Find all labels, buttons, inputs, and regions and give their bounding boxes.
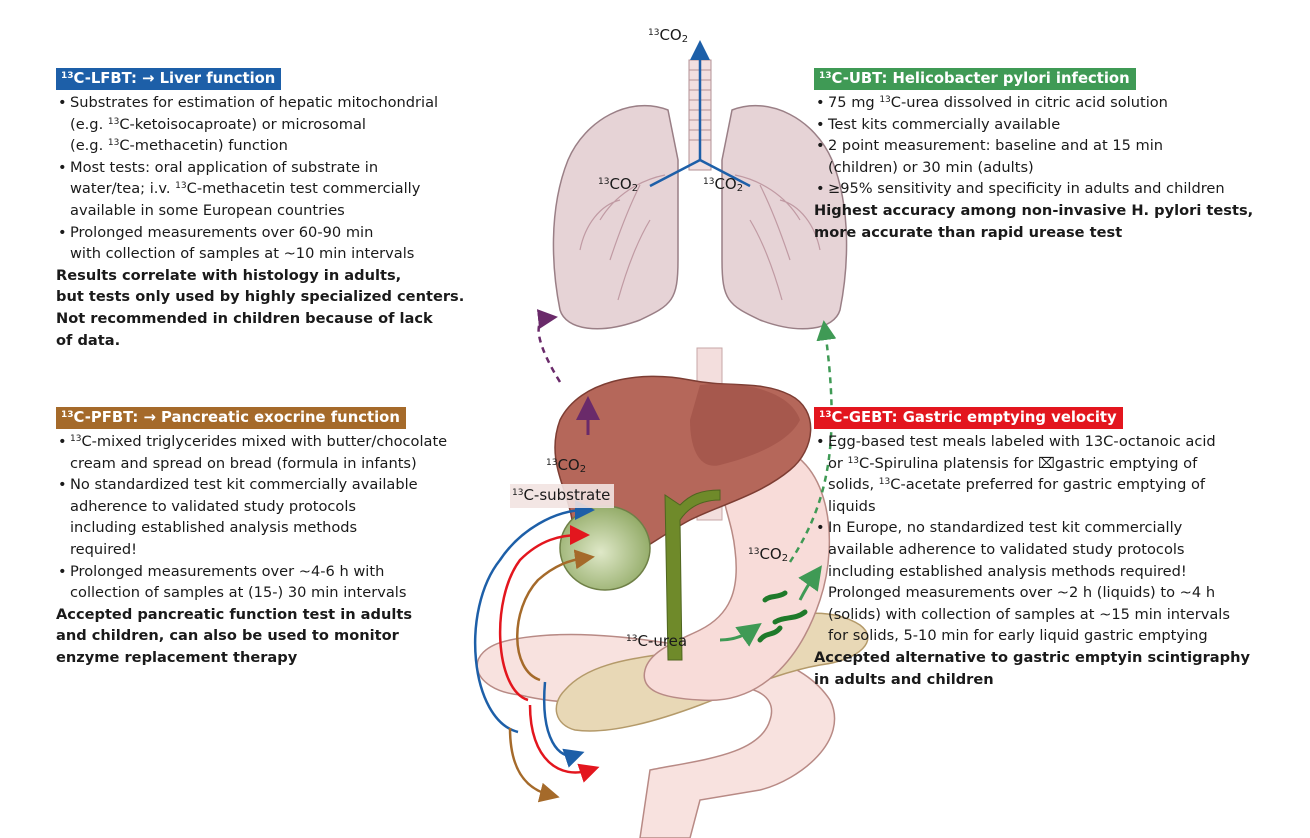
pfbt-line: cream and spread on bread (formula in in… xyxy=(70,454,417,472)
stomach xyxy=(643,443,831,702)
gebt-line: Prolonged measurements over ~2 h (liquid… xyxy=(828,584,1216,602)
ubt-line: Test kits commercially available xyxy=(814,114,1284,136)
gebt-line: liquids xyxy=(828,497,876,515)
pfbt-line: adherence to validated study protocols xyxy=(70,497,357,515)
substrate-label-bg xyxy=(510,484,614,508)
gebt-header: 13C-GEBT: Gastric emptying velocity xyxy=(814,407,1123,429)
pfbt-line: including established analysis methods xyxy=(70,519,358,537)
ubt-header: 13C-UBT: Helicobacter pylori infection xyxy=(814,68,1136,90)
ubt-line: 2 point measurement: baseline and at 15 … xyxy=(814,135,1284,157)
co2-left-lung-label: 13CO2 xyxy=(598,175,639,194)
bile-duct xyxy=(664,489,721,661)
ubt-line: ≥95% sensitivity and specificity in adul… xyxy=(814,178,1284,200)
gebt-conclusion: Accepted alternative to gastric emptyin … xyxy=(814,648,1251,688)
co2-right-lung-label: 13CO2 xyxy=(703,175,744,194)
lungs xyxy=(552,40,848,330)
lfbt-line: available in some European countries xyxy=(70,201,345,219)
lfbt-line: Prolonged measurements over 60-90 min xyxy=(56,222,526,244)
pfbt-header: 13C-PFBT: → Pancreatic exocrine function xyxy=(56,407,406,429)
ubt-conclusion: Highest accuracy among non-invasive H. p… xyxy=(814,201,1254,241)
gebt-panel: 13C-GEBT: Gastric emptying velocity Egg-… xyxy=(814,407,1284,690)
ubt-line: (children) or 30 min (adults) xyxy=(828,158,1034,176)
pfbt-line: No standardized test kit commercially av… xyxy=(56,474,506,496)
lfbt-line: with collection of samples at ~10 min in… xyxy=(70,245,415,263)
lfbt-header: 13C-LFBT: → Liver function xyxy=(56,68,282,90)
lfbt-line: Substrates for estimation of hepatic mit… xyxy=(56,92,526,114)
gebt-line: or 13C-Spirulina platensis for ⌧gastric … xyxy=(828,454,1198,472)
lfbt-line: (e.g. 13C-ketoisocaproate) or microsomal xyxy=(70,115,366,133)
lfbt-panel: 13C-LFBT: → Liver function Substrates fo… xyxy=(56,68,526,351)
co2-top-label: 13CO2 xyxy=(648,26,689,45)
pfbt-line: collection of samples at (15-) 30 min in… xyxy=(70,584,407,602)
gebt-line: solids, 13C-acetate preferred for gastri… xyxy=(828,476,1206,494)
substrate-label: 13C-substrate xyxy=(512,486,611,504)
lfbt-line: (e.g. 13C-methacetin) function xyxy=(70,137,288,155)
ubt-line: 75 mg 13C-urea dissolved in citric acid … xyxy=(814,92,1284,114)
ubt-panel: 13C-UBT: Helicobacter pylori infection 7… xyxy=(814,68,1284,243)
pfbt-line: required! xyxy=(70,540,137,558)
lfbt-line: water/tea; i.v. 13C-methacetin test comm… xyxy=(70,180,421,198)
pfbt-panel: 13C-PFBT: → Pancreatic exocrine function… xyxy=(56,407,506,669)
pfbt-line: 13C-mixed triglycerides mixed with butte… xyxy=(56,431,506,453)
co2-stomach-label: 13CO2 xyxy=(748,545,789,564)
urea-label: 13C-urea xyxy=(626,632,688,650)
gebt-line: available adherence to validated study p… xyxy=(828,540,1185,558)
gebt-line: including established analysis methods r… xyxy=(828,562,1187,580)
gebt-line: for solids, 5-10 min for early liquid ga… xyxy=(828,627,1208,645)
lfbt-line: Most tests: oral application of substrat… xyxy=(56,157,526,179)
gallbladder xyxy=(559,505,651,591)
gebt-line: (solids) with collection of samples at ~… xyxy=(828,605,1230,623)
gebt-line: Egg-based test meals labeled with 13C-oc… xyxy=(814,431,1284,453)
gebt-line: In Europe, no standardized test kit comm… xyxy=(814,517,1284,539)
pfbt-line: Prolonged measurements over ~4-6 h with xyxy=(56,561,506,583)
co2-liver-label: 13CO2 xyxy=(546,456,587,475)
lfbt-conclusion: Results correlate with histology in adul… xyxy=(56,266,465,349)
pfbt-conclusion: Accepted pancreatic function test in adu… xyxy=(56,605,413,666)
